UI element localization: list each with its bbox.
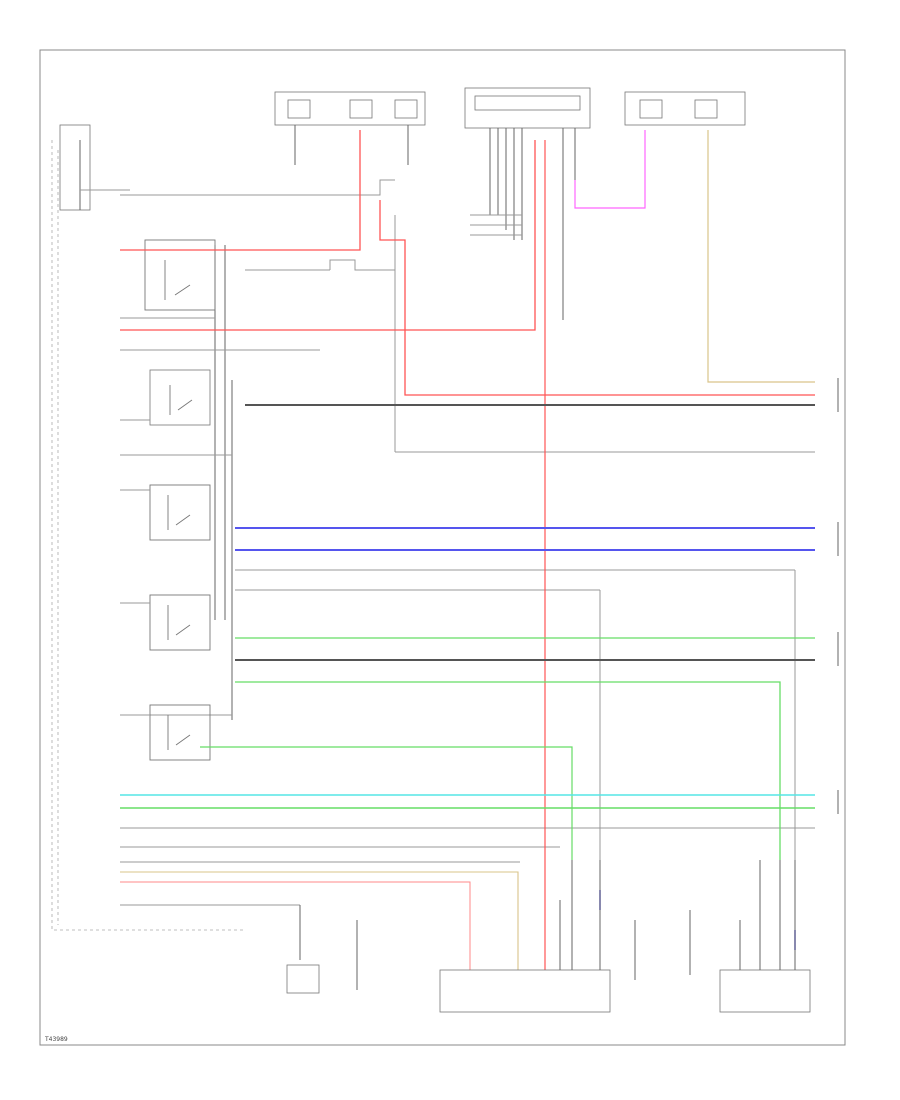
wire-green-3: [200, 746, 573, 860]
relay-4: [149, 594, 211, 651]
relay-2: [149, 369, 211, 426]
top-fuse-block-left: [274, 91, 426, 126]
wire-pink-1: [120, 881, 471, 970]
relay-5: [149, 704, 211, 761]
wire-green-2: [235, 681, 781, 860]
instrument-panel-jb-bracket: [51, 140, 245, 931]
internal-bus: [140, 245, 233, 720]
front-door-module-right: [719, 860, 811, 1013]
wire-tan-1: [707, 130, 815, 383]
front-door-module-left: [439, 860, 611, 1013]
junction-block-center: [464, 87, 591, 129]
wire-red-1: [120, 130, 361, 251]
diagram-frame: [39, 49, 846, 1046]
door-lock-motor-connector: [634, 910, 691, 980]
wire-tan-2: [120, 871, 519, 970]
wire-red-2: [379, 200, 815, 396]
bottom-connector-1: [286, 905, 320, 994]
wire-magenta-1: [574, 130, 646, 209]
relay-3: [149, 484, 211, 541]
left-fuse: [59, 124, 130, 211]
relay-1: [144, 239, 216, 311]
footer-code: T43989: [44, 1036, 68, 1043]
wire-red-3: [120, 140, 536, 331]
top-fuse-block-right: [624, 91, 746, 126]
